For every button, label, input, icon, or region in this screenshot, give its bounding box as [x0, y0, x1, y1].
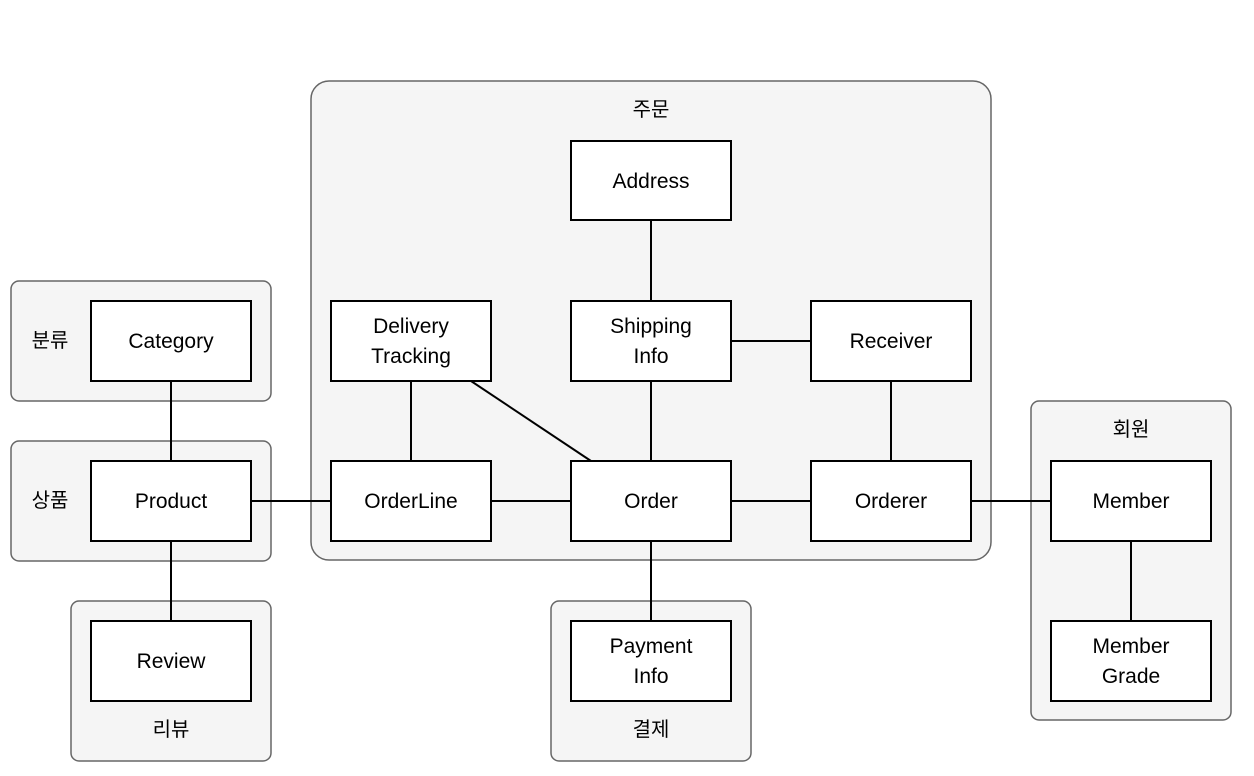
entity-product-label: Product	[135, 490, 208, 513]
entity-payment-info-label-line-1: Payment	[610, 635, 693, 658]
entity-shipping-info-label-line-2: Info	[633, 345, 668, 368]
entity-orderer[interactable]: Orderer	[810, 460, 972, 542]
entity-delivery-tracking[interactable]: Delivery Tracking	[330, 300, 492, 382]
entity-shipping-info-label-line-1: Shipping	[610, 315, 692, 338]
group-product-label: 상품	[32, 488, 69, 512]
entity-receiver-label: Receiver	[850, 330, 933, 353]
entity-review-label: Review	[137, 650, 207, 673]
edge-delivery-tracking-order	[470, 380, 592, 462]
entity-shipping-info[interactable]: Shipping Info	[570, 300, 732, 382]
entity-product[interactable]: Product	[90, 460, 252, 542]
entity-delivery-tracking-label-line-2: Tracking	[371, 345, 451, 368]
group-payment-label: 결제	[633, 717, 670, 741]
group-order-label: 주문	[633, 97, 670, 121]
entity-member-grade-label-line-2: Grade	[1102, 665, 1160, 688]
entity-receiver[interactable]: Receiver	[810, 300, 972, 382]
entity-payment-info-label-line-2: Info	[633, 665, 668, 688]
group-review-label: 리뷰	[153, 717, 190, 741]
entity-member-grade-label-line-1: Member	[1092, 635, 1169, 658]
connectors	[170, 220, 1132, 621]
entity-delivery-tracking-label-line-1: Delivery	[373, 315, 449, 338]
entity-member-grade[interactable]: Member Grade	[1050, 620, 1212, 702]
entity-category[interactable]: Category	[90, 300, 252, 382]
entity-address-label: Address	[612, 170, 689, 193]
entity-orderer-label: Orderer	[855, 490, 927, 513]
entity-orderline-label: OrderLine	[364, 490, 457, 513]
entity-orderline[interactable]: OrderLine	[330, 460, 492, 542]
group-category-label: 분류	[32, 328, 69, 352]
entity-order[interactable]: Order	[570, 460, 732, 542]
entity-review[interactable]: Review	[90, 620, 252, 702]
entity-order-label: Order	[624, 490, 678, 513]
entity-member[interactable]: Member	[1050, 460, 1212, 542]
entity-category-label: Category	[128, 330, 214, 353]
entity-address[interactable]: Address	[570, 140, 732, 221]
entity-member-label: Member	[1092, 490, 1169, 513]
entity-payment-info[interactable]: Payment Info	[570, 620, 732, 702]
group-member-label: 회원	[1113, 417, 1150, 441]
